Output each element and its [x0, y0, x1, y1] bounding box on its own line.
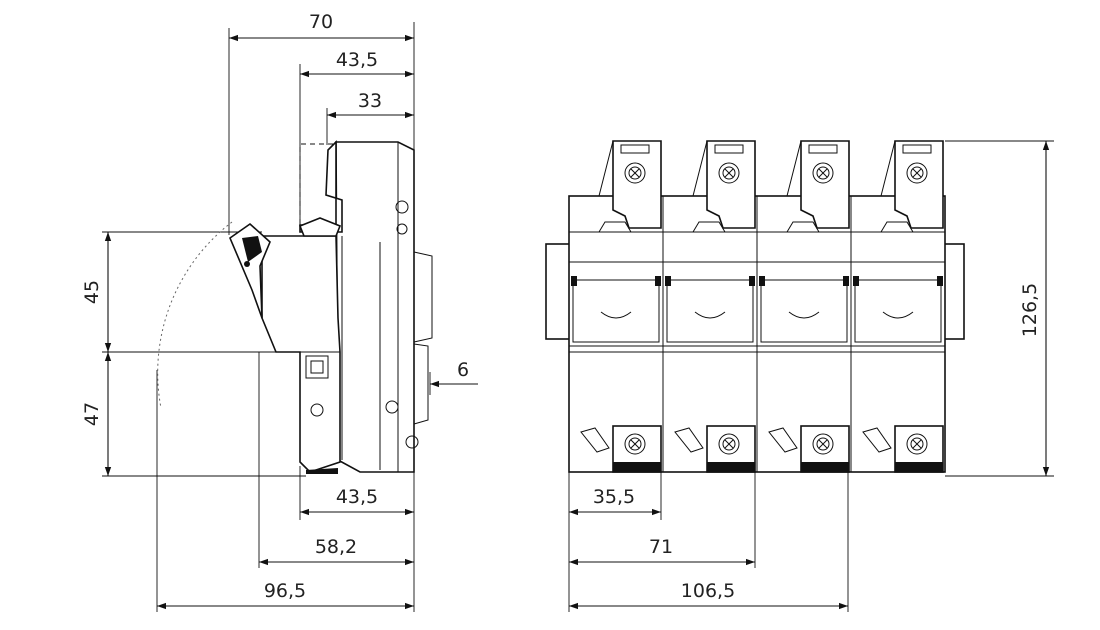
terminal-screw-top-inner — [816, 166, 830, 180]
pole-top-tab — [620, 144, 650, 154]
terminal-screw-top — [624, 162, 646, 184]
front-view-dimension-lines — [569, 141, 1050, 610]
terminal-screw-top-slot-b — [724, 168, 734, 178]
din-rail-left — [545, 243, 571, 340]
terminal-screw-bottom — [624, 433, 646, 455]
fuse-window — [854, 279, 942, 343]
poles — [571, 140, 944, 473]
pole-top-tab — [714, 144, 744, 154]
pole-bottom-clip — [613, 462, 661, 472]
terminal-screw-top-slot-b — [630, 168, 640, 178]
fuse-clip-left — [665, 276, 671, 286]
fuse-window-arc — [600, 311, 632, 319]
pole-bottom-latch — [580, 427, 610, 453]
dim-width-total: 70 — [309, 11, 333, 33]
dim-width-open-1: 58,2 — [315, 536, 357, 558]
terminal-screw-bottom-slot-b — [912, 439, 922, 449]
terminal-screw-bottom-slot-b — [630, 439, 640, 449]
fuse-clip-right — [655, 276, 661, 286]
pole-bottom-latch — [862, 427, 892, 453]
fuse-window — [572, 279, 660, 343]
terminal-screw-bottom — [718, 433, 740, 455]
terminal-screw-bottom-slot-b — [818, 439, 828, 449]
pole-top-slope — [598, 140, 614, 197]
fuse-clip-right — [937, 276, 943, 286]
fuse-clip-left — [759, 276, 765, 286]
fuse-window-arc — [694, 311, 726, 319]
dim-height-lower: 47 — [81, 402, 103, 426]
terminal-screw-top-inner — [910, 166, 924, 180]
terminal-screw-top-slot-b — [912, 168, 922, 178]
terminal-screw-top — [718, 162, 740, 184]
dim-height: 126,5 — [1019, 283, 1041, 337]
pole-clamp — [786, 221, 820, 233]
pole-clamp — [598, 221, 632, 233]
dim-three-pole-width: 106,5 — [681, 580, 735, 602]
handle-swing-arc — [157, 221, 233, 409]
terminal-screw-bottom-inner — [910, 437, 924, 451]
terminal-screw-bottom-inner — [628, 437, 642, 451]
terminal-screw-bottom-inner — [816, 437, 830, 451]
terminal-screw-top-slot-b — [818, 168, 828, 178]
terminal-screw-bottom — [812, 433, 834, 455]
side-view-extension-lines — [102, 22, 415, 612]
fuse-clip-right — [843, 276, 849, 286]
fuse-clip-left — [853, 276, 859, 286]
pole-bottom-clip — [707, 462, 755, 472]
front-view: 35,5 71 106,5 126,5 — [545, 140, 1054, 612]
pole-bottom-latch — [768, 427, 798, 453]
pole-top-slope — [880, 140, 896, 197]
fuse-clip-left — [571, 276, 577, 286]
pole-bottom-clip — [801, 462, 849, 472]
pole-top-slope — [786, 140, 802, 197]
pole-top-tab — [808, 144, 838, 154]
dim-pole-width: 35,5 — [593, 486, 635, 508]
pole-bottom-clip — [895, 462, 943, 472]
terminal-screw-bottom — [906, 433, 928, 455]
dim-height-upper: 45 — [81, 280, 103, 304]
terminal-screw-top — [812, 162, 834, 184]
fuse-window-arc — [788, 311, 820, 319]
dim-two-pole-width: 71 — [649, 536, 673, 558]
fuse-window-arc — [882, 311, 914, 319]
dim-width-top: 33 — [358, 90, 382, 112]
dim-width-upper: 43,5 — [336, 49, 378, 71]
dim-rail-offset: 6 — [457, 359, 469, 381]
pole-bottom-latch — [674, 427, 704, 453]
fuse-holder-side-body — [229, 140, 433, 474]
pole-top-tab — [902, 144, 932, 154]
terminal-screw-top — [906, 162, 928, 184]
side-view: 70 43,5 33 45 47 6 43,5 58,2 96,5 — [81, 11, 478, 612]
terminal-screw-bottom-inner — [722, 437, 736, 451]
pole-top-slope — [692, 140, 708, 197]
terminal-screw-top-inner — [722, 166, 736, 180]
terminal-screw-top-inner — [628, 166, 642, 180]
fuse-window — [760, 279, 848, 343]
fuse-clip-right — [749, 276, 755, 286]
dim-width-open-2: 96,5 — [264, 580, 306, 602]
pole-clamp — [880, 221, 914, 233]
pole-clamp — [692, 221, 726, 233]
dim-width-base: 43,5 — [336, 486, 378, 508]
front-view-extension-lines — [568, 140, 1054, 612]
side-view-dimension-lines — [104, 34, 478, 610]
terminal-screw-bottom-slot-b — [724, 439, 734, 449]
fuse-window — [666, 279, 754, 343]
